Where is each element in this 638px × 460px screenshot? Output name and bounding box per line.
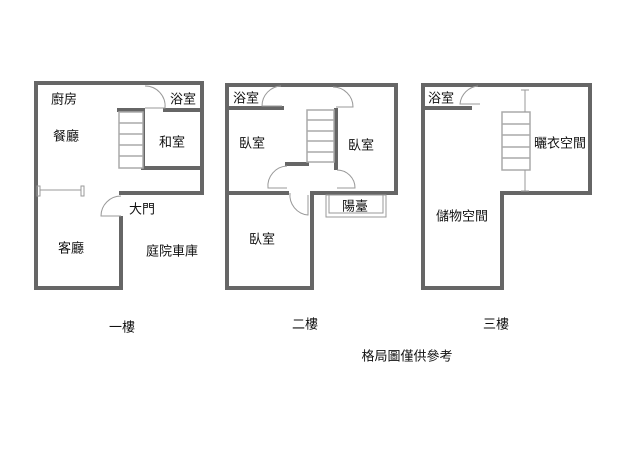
room-label-bedroom-lower: 臥室 — [248, 232, 276, 248]
door-icon — [459, 85, 480, 105]
room-label-bath-1f: 浴室 — [169, 92, 197, 108]
room-label-bath-2f: 浴室 — [232, 91, 260, 107]
room-label-living: 客廳 — [57, 241, 85, 257]
door-icon — [261, 85, 282, 107]
room-label-balcony: 陽臺 — [341, 199, 369, 215]
stairs-icon — [306, 109, 335, 163]
disclaimer-note: 格局圖僅供參考 — [361, 349, 453, 365]
room-label-main-door: 大門 — [128, 202, 156, 218]
room-label-storage-space: 儲物空間 — [435, 209, 489, 225]
drying-rod-icon — [521, 89, 529, 192]
sliding-door-icon — [36, 185, 85, 197]
door-icon — [100, 195, 122, 217]
room-label-dining: 餐廳 — [52, 129, 80, 145]
floor-2-plan — [225, 83, 398, 290]
room-label-yard-garage: 庭院車庫 — [145, 244, 199, 260]
door-icon — [336, 169, 356, 189]
floor-3-plan — [421, 83, 592, 290]
door-icon — [267, 165, 288, 189]
room-label-bath-3f: 浴室 — [427, 91, 455, 107]
door-icon — [289, 192, 309, 216]
room-label-drying-space: 曬衣空間 — [533, 136, 587, 152]
door-icon — [332, 86, 354, 108]
stairs-icon — [501, 111, 531, 171]
stairs-icon — [118, 111, 144, 169]
floor-1-plan — [34, 81, 204, 290]
room-label-bedroom-right: 臥室 — [347, 138, 375, 154]
floor-2-caption: 二樓 — [291, 317, 319, 333]
room-label-kitchen: 廚房 — [50, 92, 78, 108]
floor-1-caption: 一樓 — [108, 320, 136, 336]
door-icon — [144, 85, 166, 109]
floor-3-caption: 三樓 — [482, 317, 510, 333]
room-label-japanese-room: 和室 — [158, 135, 186, 151]
room-label-bedroom-left: 臥室 — [238, 136, 266, 152]
